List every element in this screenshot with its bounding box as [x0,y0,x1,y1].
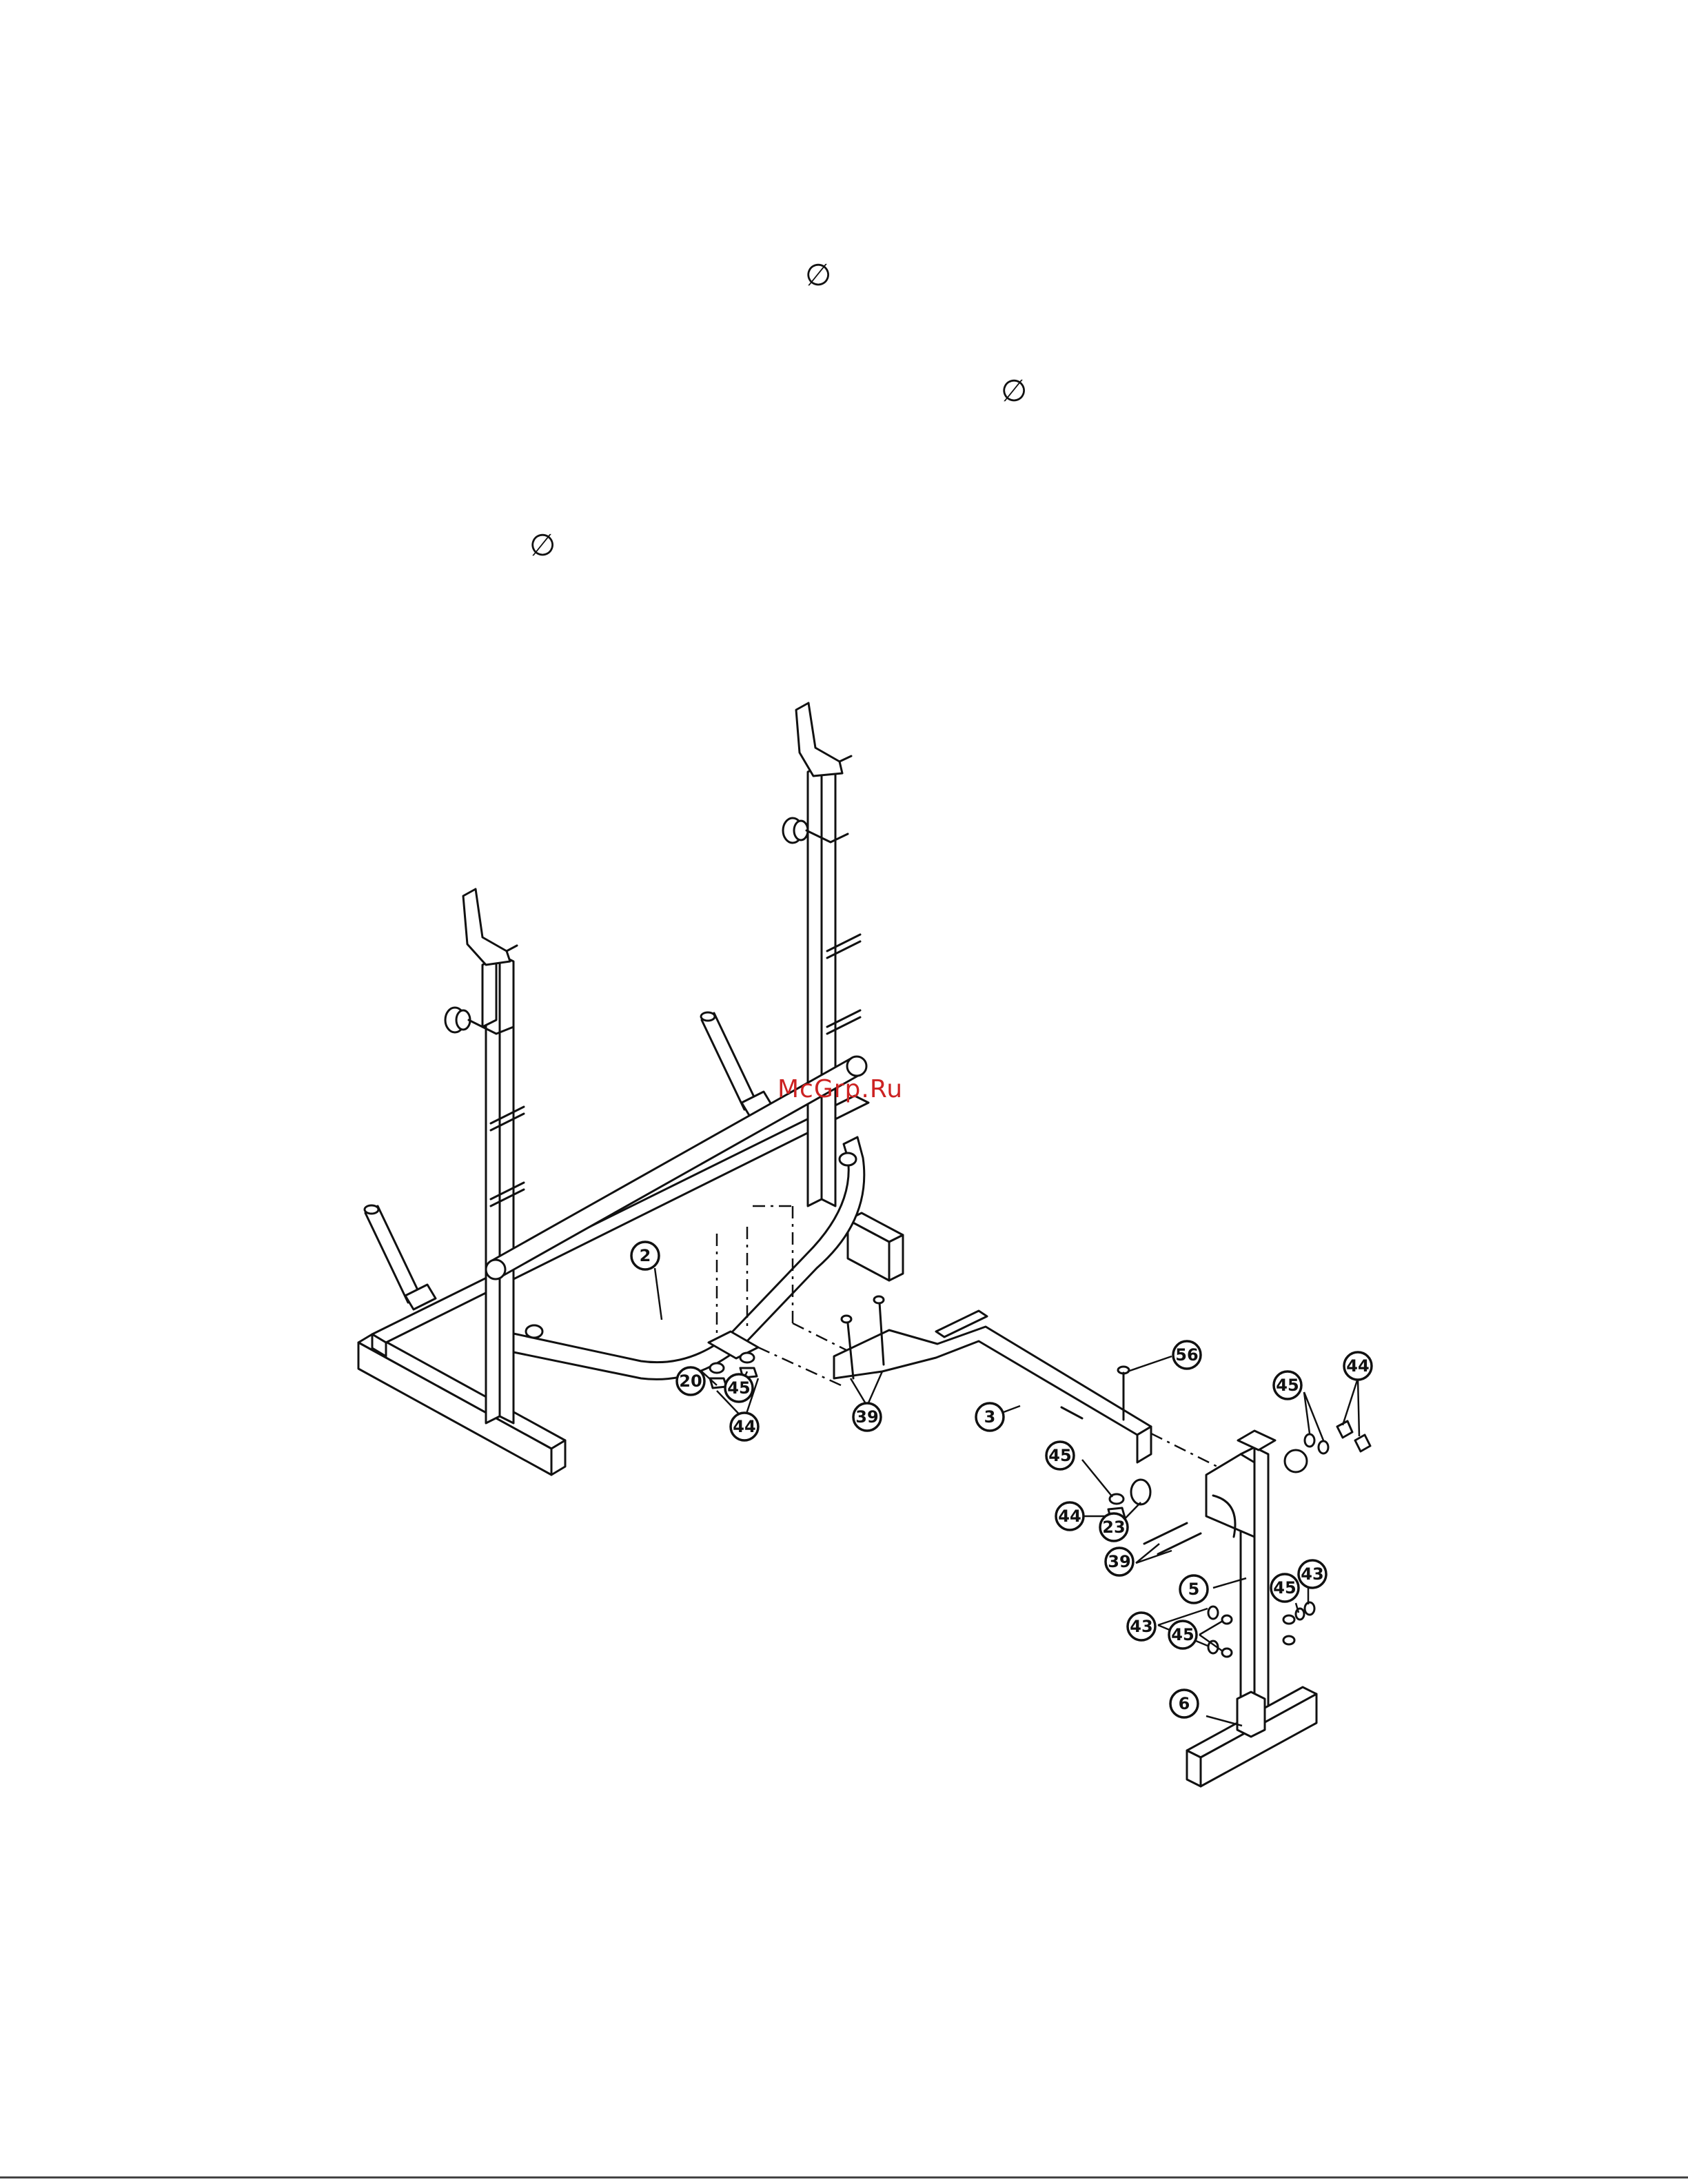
callout-20-label: 20 [679,1371,702,1391]
right-base-foot [848,1213,903,1280]
callout-44-mid: 44 [1056,1502,1084,1530]
callout-39-right: 39 [1106,1548,1133,1575]
callout-5-label: 5 [1188,1580,1200,1599]
callout-39-right-label: 39 [1108,1552,1130,1571]
watermark: McGrp.Ru [777,1075,903,1103]
callout-44-upper: 44 [1344,1352,1372,1380]
callout-39-left: 39 [853,1403,881,1431]
callout-45-left-label: 45 [727,1378,750,1398]
callout-43-left: 43 [1128,1613,1155,1640]
callout-43-left-label: 43 [1130,1617,1152,1636]
callout-56: 56 [1173,1341,1201,1369]
callout-20: 20 [677,1367,704,1395]
callout-45-right-label: 45 [1273,1578,1296,1598]
callout-45-left: 45 [725,1374,753,1402]
right-weight-peg [701,1012,772,1116]
callout-45-lower: 45 [1169,1621,1197,1649]
callout-56-label: 56 [1175,1345,1198,1365]
callout-23-label: 23 [1102,1518,1125,1537]
callout-5: 5 [1180,1575,1208,1603]
callout-44-upper-label: 44 [1346,1356,1369,1376]
callout-43-right-label: 43 [1301,1564,1323,1584]
callout-6: 6 [1170,1690,1198,1717]
callout-3: 3 [976,1403,1004,1431]
callout-45-mid-label: 45 [1048,1446,1071,1465]
callout-45-right: 45 [1271,1574,1299,1602]
part-3-beam [834,1296,1151,1462]
callout-45-mid: 45 [1046,1442,1074,1469]
callout-43-right: 43 [1299,1560,1326,1588]
callout-2: 2 [631,1242,659,1269]
part-5-upright [1206,1431,1307,1709]
callout-45-upper: 45 [1274,1371,1301,1399]
callout-45-upper-label: 45 [1276,1376,1299,1395]
callout-6-label: 6 [1179,1694,1190,1713]
left-upright [445,889,524,1423]
callout-44-left: 44 [731,1413,758,1440]
bottom-rule [0,2176,1688,2178]
callout-23: 23 [1100,1513,1128,1541]
callout-3-label: 3 [984,1407,996,1427]
callout-45-lower-label: 45 [1171,1625,1194,1644]
callout-44-left-label: 44 [733,1417,755,1436]
callout-2-label: 2 [640,1246,651,1265]
left-weight-peg [365,1205,436,1309]
callout-44-mid-label: 44 [1058,1507,1081,1526]
part-6-rear-foot [1187,1687,1316,1786]
callout-39-left-label: 39 [855,1407,878,1427]
